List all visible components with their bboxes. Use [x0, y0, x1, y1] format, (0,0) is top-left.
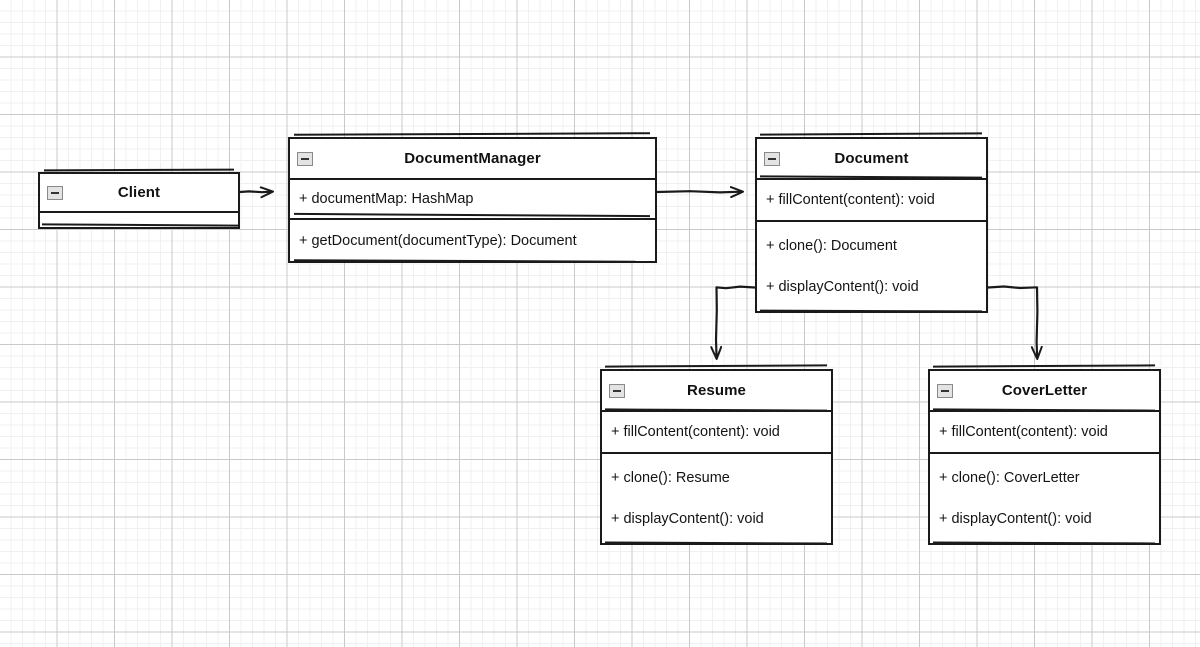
- attributes-compartment: + fillContent(content): void: [757, 180, 986, 222]
- operations-compartment: + clone(): Document + displayContent(): …: [757, 222, 986, 311]
- operations-compartment: + clone(): CoverLetter + displayContent(…: [930, 454, 1159, 543]
- connector-document-manager-to-document: [655, 186, 744, 199]
- class-header: Client: [40, 174, 238, 213]
- collapse-minus-icon[interactable]: [609, 383, 625, 398]
- connector-client-to-document-manager: [238, 186, 274, 199]
- class-member: + fillContent(content): void: [766, 192, 935, 208]
- class-name: DocumentManager: [404, 150, 541, 167]
- class-member: + clone(): Resume: [611, 470, 730, 487]
- class-member: + displayContent(): void: [939, 510, 1092, 527]
- uml-class-document[interactable]: Document + fillContent(content): void + …: [755, 137, 988, 313]
- uml-class-client[interactable]: Client: [38, 172, 240, 229]
- connector-document-to-resume: [710, 285, 757, 360]
- collapse-minus-icon[interactable]: [47, 185, 63, 200]
- class-header: CoverLetter: [930, 371, 1159, 412]
- attributes-compartment: + fillContent(content): void: [930, 412, 1159, 454]
- class-member: + clone(): Document: [766, 238, 897, 255]
- collapse-minus-icon[interactable]: [937, 383, 953, 398]
- class-header: DocumentManager: [290, 139, 655, 180]
- uml-class-resume[interactable]: Resume + fillContent(content): void + cl…: [600, 369, 833, 545]
- empty-compartment: [40, 213, 238, 227]
- class-member: + getDocument(documentType): Document: [299, 232, 577, 249]
- class-member: + fillContent(content): void: [611, 424, 780, 440]
- class-member: + clone(): CoverLetter: [939, 470, 1080, 487]
- uml-class-document-manager[interactable]: DocumentManager + documentMap: HashMap +…: [288, 137, 657, 263]
- connector-document-to-cover-letter: [986, 285, 1043, 360]
- attributes-compartment: + fillContent(content): void: [602, 412, 831, 454]
- class-member: + displayContent(): void: [766, 278, 919, 295]
- uml-class-cover-letter[interactable]: CoverLetter + fillContent(content): void…: [928, 369, 1161, 545]
- class-member: + fillContent(content): void: [939, 424, 1108, 440]
- class-header: Resume: [602, 371, 831, 412]
- collapse-minus-icon[interactable]: [297, 151, 313, 166]
- operations-compartment: + getDocument(documentType): Document: [290, 220, 655, 261]
- operations-compartment: + clone(): Resume + displayContent(): vo…: [602, 454, 831, 543]
- class-name: Resume: [687, 382, 746, 399]
- class-member: + displayContent(): void: [611, 510, 764, 527]
- class-header: Document: [757, 139, 986, 180]
- class-member: + documentMap: HashMap: [299, 191, 474, 207]
- class-name: Document: [834, 150, 909, 167]
- collapse-minus-icon[interactable]: [764, 151, 780, 166]
- attributes-compartment: + documentMap: HashMap: [290, 180, 655, 220]
- class-name: Client: [117, 184, 161, 201]
- class-name: CoverLetter: [1001, 382, 1088, 399]
